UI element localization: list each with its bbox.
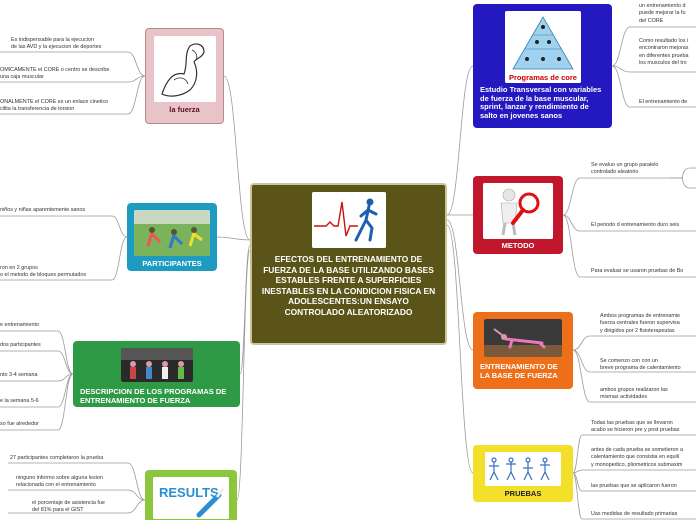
magnifier-figure-icon xyxy=(483,183,553,239)
leaf-participantes-1[interactable]: niños y niñas aparentemente sanos xyxy=(0,207,86,213)
outdoor-exercise-photo-icon xyxy=(134,210,210,256)
node-participantes[interactable]: PARTICIPANTES xyxy=(127,203,217,271)
link-participantes-leaf-0 xyxy=(111,215,128,238)
node-label: METODO xyxy=(501,241,535,250)
link-metodo-leaf-0 xyxy=(562,177,581,216)
leaf-pruebas-3[interactable]: las pruebas que se aplicaron fueron xyxy=(591,483,677,489)
core-exercise-pyramid-icon: Programas de core xyxy=(504,11,581,83)
link-pruebas-leaf-0 xyxy=(572,434,583,474)
link-estudio-leaf-1 xyxy=(611,65,631,73)
link-programas-leaf-1 xyxy=(57,350,74,375)
link-metodo-leaf-2 xyxy=(562,214,581,278)
gym-group-photo-icon xyxy=(120,348,193,382)
leaf-programas-2[interactable]: dos participantes xyxy=(0,342,41,348)
leaf-metodo-3[interactable]: Para evaluar se usaron pruebas de Bo xyxy=(591,268,684,274)
link-participantes-leaf-1 xyxy=(111,236,128,281)
node-entrenamiento-base[interactable]: ENTRENAMIENTO DE LA BASE DE FUERZA xyxy=(473,312,573,389)
image-caption: Programas de core xyxy=(509,73,577,82)
link-metodo-leaf-1 xyxy=(562,214,581,232)
leaf-programas-3[interactable]: nto 3-4 semana xyxy=(0,372,38,378)
link-entrenamiento-leaf-0 xyxy=(572,335,591,351)
leaf-programas-4[interactable]: e la semana 5-6 xyxy=(0,398,39,404)
leaf-metodo-2[interactable]: El periodo d entrenamiento duro seis xyxy=(591,222,680,228)
link-entrenamiento-leaf-2 xyxy=(572,349,591,403)
link-fuerza-leaf-0 xyxy=(127,51,146,77)
node-results[interactable]: RESULTS xyxy=(145,470,237,520)
link-pruebas-leaf-3 xyxy=(572,472,583,520)
node-label: Estudio Transversal con variables de fue… xyxy=(480,85,602,120)
link-programas-leaf-0 xyxy=(57,330,74,375)
leaf-results-1[interactable]: 27 participantes completaron la prueba xyxy=(10,455,104,461)
link-results-leaf-0 xyxy=(127,462,146,501)
node-label: PARTICIPANTES xyxy=(142,259,202,268)
results-handwriting-icon: RESULTS xyxy=(153,477,229,519)
node-label: PRUEBAS xyxy=(504,489,542,498)
collapsed-branch-bubble xyxy=(682,167,696,189)
link-pruebas-leaf-1 xyxy=(572,469,583,474)
link-fuerza-leaf-1 xyxy=(127,75,146,83)
link-results xyxy=(236,249,251,501)
node-pruebas[interactable]: PRUEBAS xyxy=(473,445,573,502)
central-title: EFECTOS DEL ENTRENAMIENTO DE FUERZA DE L… xyxy=(261,254,436,317)
link-fuerza xyxy=(223,75,251,241)
link-results-leaf-1 xyxy=(127,489,146,501)
leaf-entrenamiento-1[interactable]: Ambos programas de entrenamie fuerza cen… xyxy=(600,313,681,334)
node-label: DESCRIPCION DE LOS PROGRAMAS DE ENTRENAM… xyxy=(80,387,227,405)
results-image-text: RESULTS xyxy=(159,485,219,500)
heartbeat-runner-icon xyxy=(311,192,386,248)
node-label: la fuerza xyxy=(169,105,200,114)
leaf-estudio-3[interactable]: El entrenamiento de xyxy=(639,99,688,105)
leaf-programas-5[interactable]: so fue alrededor xyxy=(0,421,39,427)
link-results-leaf-2 xyxy=(127,499,146,514)
leaf-pruebas-4[interactable]: Uas medidas de resultado primarias xyxy=(591,511,678,517)
node-estudio-transversal[interactable]: Programas de core Estudio Transversal co… xyxy=(473,4,612,128)
link-programas-leaf-4 xyxy=(57,373,74,431)
node-descripcion-programas[interactable]: DESCRIPCION DE LOS PROGRAMAS DE ENTRENAM… xyxy=(73,341,240,407)
node-la-fuerza[interactable]: la fuerza xyxy=(145,28,224,124)
link-estudio-leaf-0 xyxy=(611,26,631,67)
central-topic-node[interactable]: EFECTOS DEL ENTRENAMIENTO DE FUERZA DE L… xyxy=(250,183,447,345)
flexed-arm-sketch-icon xyxy=(153,36,216,102)
link-fuerza-leaf-2 xyxy=(127,75,146,115)
node-metodo[interactable]: METODO xyxy=(473,176,563,254)
plank-exercise-photo-icon xyxy=(484,319,562,357)
link-participantes xyxy=(216,236,251,241)
link-pruebas xyxy=(446,224,474,474)
link-estudio-leaf-2 xyxy=(611,65,631,108)
link-entrenamiento xyxy=(446,219,474,351)
node-label: ENTRENAMIENTO DE LA BASE DE FUERZA xyxy=(480,362,558,380)
leaf-programas-1[interactable]: e entrenamiento xyxy=(0,322,39,328)
exercise-diagram-icon xyxy=(485,452,561,486)
link-estudio xyxy=(446,65,474,216)
link-entrenamiento-leaf-1 xyxy=(572,349,591,373)
